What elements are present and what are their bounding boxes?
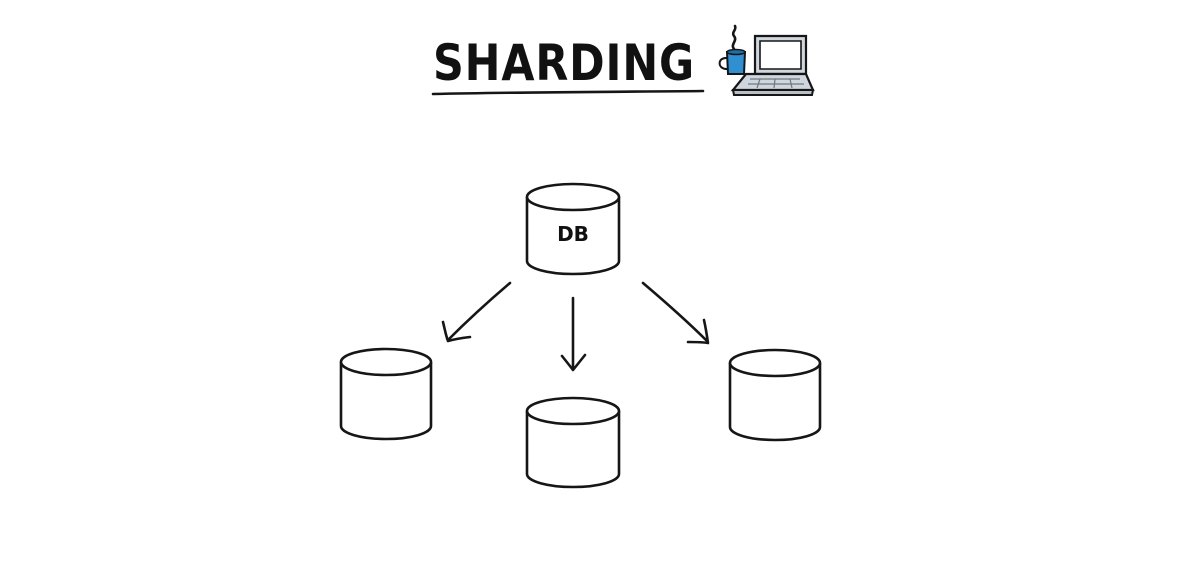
shard-cylinder-right [728,348,822,442]
page-title: SHARDING [433,34,695,92]
shard-cylinder-left [339,347,433,441]
shard-cylinder-center [525,396,621,489]
title-underline [431,89,705,96]
source-db-label: DB [557,222,589,246]
source-db-cylinder: DB [525,182,621,276]
laptop-icon [730,34,815,96]
title-group: SHARDING [431,34,705,96]
arrow-to-right-shard [641,281,710,345]
arrow-to-center-shard [560,296,587,372]
coffee-mug-icon [718,24,747,75]
arrow-to-left-shard [441,281,512,343]
